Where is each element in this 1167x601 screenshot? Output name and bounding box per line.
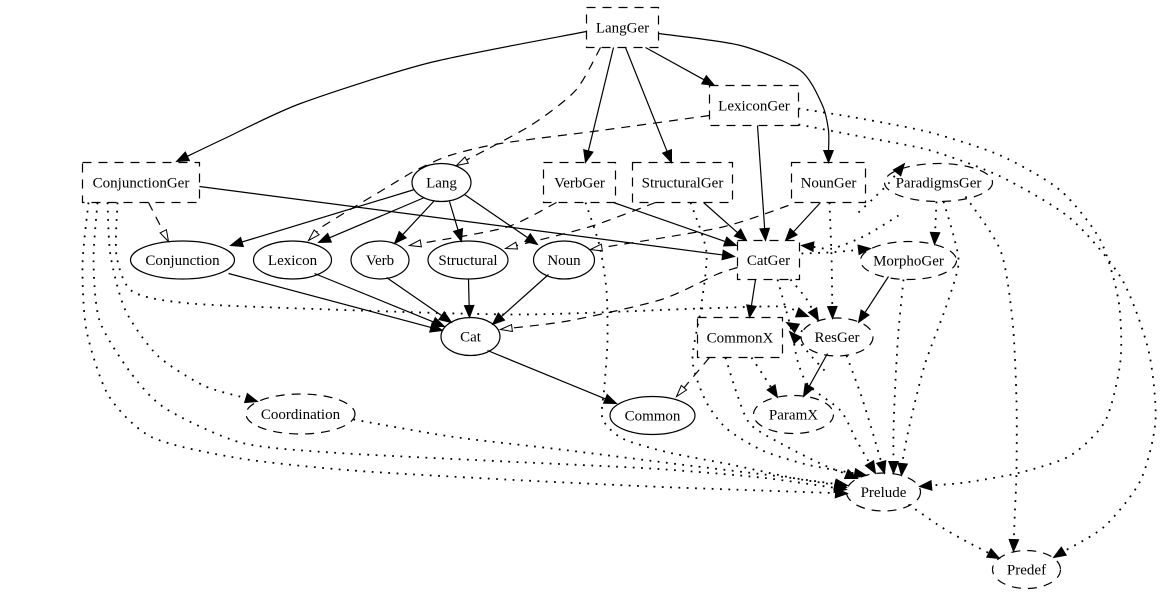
svg-text:Verb: Verb [366,253,394,269]
svg-text:ConjunctionGer: ConjunctionGer [93,176,190,192]
svg-text:ResGer: ResGer [815,330,860,346]
svg-text:StructuralGer: StructuralGer [642,176,724,192]
svg-text:NounGer: NounGer [801,176,857,192]
svg-text:Conjunction: Conjunction [145,253,220,269]
svg-text:VerbGer: VerbGer [554,176,605,192]
svg-text:CommonX: CommonX [707,331,774,347]
svg-text:Cat: Cat [460,330,482,346]
svg-text:Predef: Predef [1007,563,1046,579]
svg-text:CatGer: CatGer [747,253,790,269]
svg-text:ParamX: ParamX [769,408,818,424]
svg-text:Lexicon: Lexicon [268,253,318,269]
svg-text:Lang: Lang [426,176,457,192]
svg-text:LangGer: LangGer [596,21,649,37]
svg-text:MorphoGer: MorphoGer [873,254,944,270]
svg-text:Common: Common [625,409,681,425]
svg-text:Noun: Noun [547,253,581,269]
svg-text:Coordination: Coordination [261,407,341,423]
svg-text:Prelude: Prelude [861,485,907,501]
svg-text:LexiconGer: LexiconGer [718,99,790,115]
svg-text:ParadigmsGer: ParadigmsGer [896,176,982,192]
svg-text:Structural: Structural [438,253,497,269]
